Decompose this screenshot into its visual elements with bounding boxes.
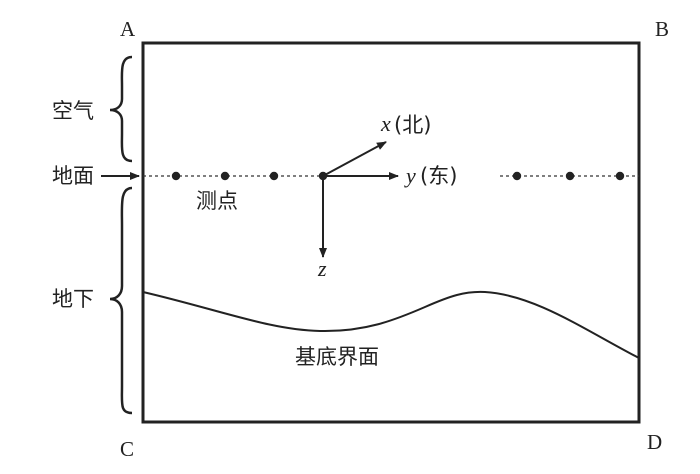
survey-point (512, 171, 522, 181)
basement-interface-curve (142, 290, 640, 359)
x-axis-direction: (北) (394, 113, 431, 137)
survey-point (565, 171, 575, 181)
model-frame (141, 41, 641, 424)
x-axis-symbol: x (380, 111, 391, 136)
corner-label-b: B (655, 17, 669, 41)
air-label: 空气 (52, 99, 94, 123)
basement-interface-label: 基底界面 (295, 345, 379, 369)
survey-point-label: 测点 (196, 189, 238, 213)
x-axis-arrow (322, 141, 387, 177)
corner-label-a: A (120, 17, 136, 41)
underground-label: 地下 (52, 287, 94, 311)
underground-brace (109, 186, 133, 415)
survey-point (269, 171, 279, 181)
y-axis-direction: (东) (420, 164, 457, 188)
survey-point (615, 171, 625, 181)
survey-point (220, 171, 230, 181)
y-axis-symbol: y (404, 163, 416, 188)
z-axis-symbol: z (317, 256, 327, 281)
corner-label-c: C (120, 437, 134, 461)
air-brace (109, 55, 133, 163)
survey-point (171, 171, 181, 181)
corner-label-d: D (647, 430, 662, 454)
ground-label: 地面 (52, 164, 94, 188)
